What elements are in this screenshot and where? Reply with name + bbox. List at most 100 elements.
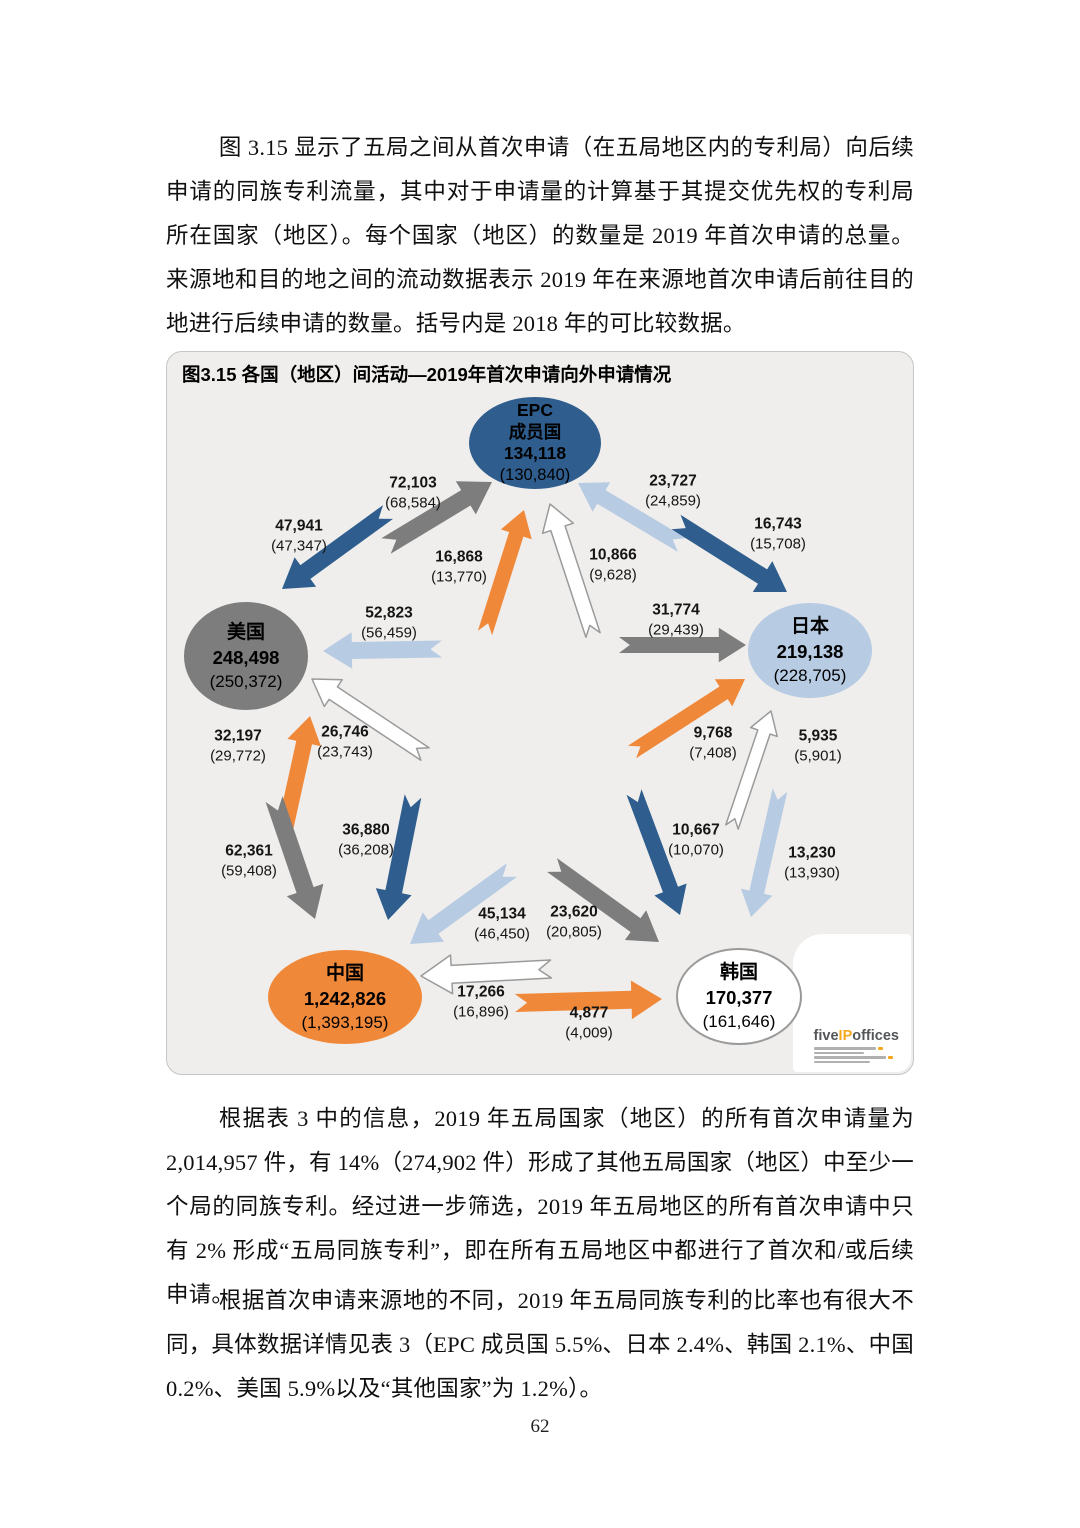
node-label: 日本 bbox=[790, 616, 829, 637]
flow-label-kr-us: 26,746(23,743) bbox=[317, 723, 373, 762]
flow-arrow-us-jp bbox=[619, 627, 746, 663]
flow-prev-value: (13,770) bbox=[431, 568, 487, 586]
flow-arrow-epo-jp bbox=[671, 514, 787, 592]
flow-prev-value: (9,628) bbox=[589, 566, 637, 584]
flow-arrow-kr-jp bbox=[725, 710, 778, 830]
node-japan: 日本 219,138 (228,705) bbox=[748, 603, 872, 698]
flow-arrow-kr-epo bbox=[541, 503, 601, 639]
flow-label-jp-cn: 45,134 (46,450) bbox=[474, 905, 530, 944]
flow-prev-value: (29,439) bbox=[648, 621, 704, 639]
node-value: 1,242,826 bbox=[303, 987, 387, 1009]
flow-arrow-cn-kr bbox=[514, 980, 662, 1020]
flow-arrow-us-epo bbox=[381, 481, 492, 554]
flow-value: 10,667 bbox=[672, 821, 720, 839]
flow-prev-value: (10,070) bbox=[668, 841, 724, 859]
flow-value: 26,746 bbox=[321, 723, 369, 741]
flow-prev-value: (47,347) bbox=[271, 537, 327, 555]
node-value: 170,377 bbox=[705, 987, 773, 1008]
body-paragraph-1: 图 3.15 显示了五局之间从首次申请（在五局地区内的专利局）向后续申请的同族专… bbox=[166, 135, 914, 336]
figure-title: 图3.15 各国（地区）间活动—2019年首次申请向外申请情况 bbox=[182, 364, 672, 385]
flow-prev-value: (46,450) bbox=[474, 925, 530, 943]
flow-label-cn-us: 32,197 (29,772) bbox=[210, 727, 266, 766]
flow-arrow-jp-cn bbox=[410, 863, 517, 944]
five-ip-offices-logo: fiveIPoffices bbox=[813, 1027, 899, 1063]
logo-fine-print bbox=[813, 1047, 899, 1063]
flow-arrow-epo-cn bbox=[375, 794, 422, 920]
flow-arrow-kr-cn bbox=[420, 954, 553, 995]
flow-value: 16,743 bbox=[754, 515, 802, 533]
flow-prev-value: (20,805) bbox=[546, 923, 602, 941]
flow-prev-value: (16,896) bbox=[453, 1003, 509, 1021]
flow-label-epo-cn: 36,880 (36,208) bbox=[338, 821, 394, 860]
flow-value: 10,866 bbox=[589, 546, 637, 564]
node-value: 134,118 bbox=[503, 443, 567, 464]
flow-prev-value: (36,208) bbox=[338, 841, 394, 859]
body-paragraph-3: 根据首次申请来源地的不同，2019 年五局同族专利的比率也有很大不同，具体数据详… bbox=[166, 1288, 914, 1401]
flow-prev-value: (4,009) bbox=[565, 1024, 613, 1042]
flow-prev-value: (15,708) bbox=[750, 535, 806, 553]
flow-label-us-kr: 23,620 (20,805) bbox=[546, 903, 602, 942]
flow-value: 31,774 bbox=[652, 601, 700, 619]
flow-value: 62,361 bbox=[225, 842, 273, 860]
flow-value: 47,941 bbox=[275, 517, 323, 535]
flow-value: 13,230 bbox=[788, 844, 836, 862]
node-epc-states: EPC 成员国 134,118 (130,840) bbox=[469, 397, 601, 489]
flow-arrow-cn-jp bbox=[627, 679, 745, 759]
flow-prev-value: (59,408) bbox=[221, 862, 277, 880]
flow-value: 45,134 bbox=[478, 905, 526, 923]
flow-arrow-epo-us bbox=[282, 505, 393, 589]
flow-label-kr-jp: 5,935 (5,901) bbox=[794, 727, 842, 766]
flow-label-us-cn: 62,361 (59,408) bbox=[221, 842, 277, 881]
flow-arrows-layer bbox=[265, 481, 788, 1020]
flow-label-cn-kr: 4,877(4,009) bbox=[565, 1004, 613, 1043]
body-paragraph-2: 根据表 3 中的信息，2019 年五局国家（地区）的所有首次申请量为 2,014… bbox=[166, 1106, 914, 1307]
flow-label-kr-epo: 10,866 (9,628) bbox=[589, 546, 637, 585]
flow-label-jp-kr: 13,230 (13,930) bbox=[784, 844, 840, 883]
flow-value: 23,727 bbox=[649, 472, 697, 490]
node-label: 韩国 bbox=[719, 962, 758, 983]
flow-value: 17,266 bbox=[457, 983, 505, 1001]
flow-value: 32,197 bbox=[214, 727, 262, 745]
flow-prev-value: (68,584) bbox=[385, 494, 441, 512]
flow-arrow-kr-us bbox=[311, 678, 430, 761]
logo-wordmark: fiveIPoffices bbox=[813, 1028, 899, 1044]
node-korea: 韩国 170,377 (161,646) bbox=[676, 948, 802, 1045]
node-united-states: 美国 248,498 (250,372) bbox=[184, 602, 308, 710]
flow-arrow-us-kr bbox=[547, 858, 659, 942]
flow-value: 72,103 bbox=[389, 474, 437, 492]
node-prev-value: (250,372) bbox=[209, 671, 283, 691]
flow-arrow-cn-us bbox=[276, 716, 321, 836]
figure-3-15-panel: 图3.15 各国（地区）间活动—2019年首次申请向外申请情况 EPC 成员国 … bbox=[166, 351, 914, 1075]
flow-value: 52,823 bbox=[365, 604, 413, 622]
flow-prev-value: (5,901) bbox=[794, 747, 842, 765]
flow-arrow-epo-kr bbox=[626, 789, 687, 915]
flow-value: 9,768 bbox=[693, 724, 733, 742]
node-prev-value: (130,840) bbox=[499, 465, 571, 484]
flow-label-epo-kr: 10,667 (10,070) bbox=[668, 821, 724, 860]
flow-arrow-us-cn bbox=[265, 796, 324, 919]
flow-value: 36,880 bbox=[342, 821, 390, 839]
flow-arrow-jp-us bbox=[323, 632, 443, 669]
flow-value: 5,935 bbox=[798, 727, 838, 745]
flow-prev-value: (56,459) bbox=[361, 624, 417, 642]
flow-label-cn-jp: 9,768 (7,408) bbox=[689, 724, 737, 763]
flow-label-epo-us: 47,941 (47,347) bbox=[271, 517, 327, 556]
flow-label-jp-us: 52,823 (56,459) bbox=[361, 604, 417, 643]
node-prev-value: (1,393,195) bbox=[301, 1012, 389, 1032]
node-label: 中国 bbox=[325, 962, 364, 984]
flow-prev-value: (7,408) bbox=[689, 744, 737, 762]
flow-prev-value: (29,772) bbox=[210, 747, 266, 765]
node-label: EPC 成员国 bbox=[508, 400, 562, 442]
flow-label-kr-cn: 17,266 (16,896) bbox=[453, 983, 509, 1022]
flow-label-us-epo: 72,103 (68,584) bbox=[385, 474, 441, 513]
node-prev-value: (228,705) bbox=[773, 666, 847, 685]
flow-prev-value: (24,859) bbox=[645, 492, 701, 510]
flow-value: 23,620 bbox=[550, 903, 598, 921]
flow-label-cn-epo: 16,868(13,770) bbox=[431, 548, 487, 587]
flow-label-epo-jp: 16,743 (15,708) bbox=[750, 515, 806, 554]
node-value: 219,138 bbox=[776, 641, 844, 662]
flow-arrow-jp-kr bbox=[741, 788, 788, 917]
flow-prev-value: (13,930) bbox=[784, 864, 840, 882]
flow-arrow-cn-epo bbox=[477, 510, 532, 636]
